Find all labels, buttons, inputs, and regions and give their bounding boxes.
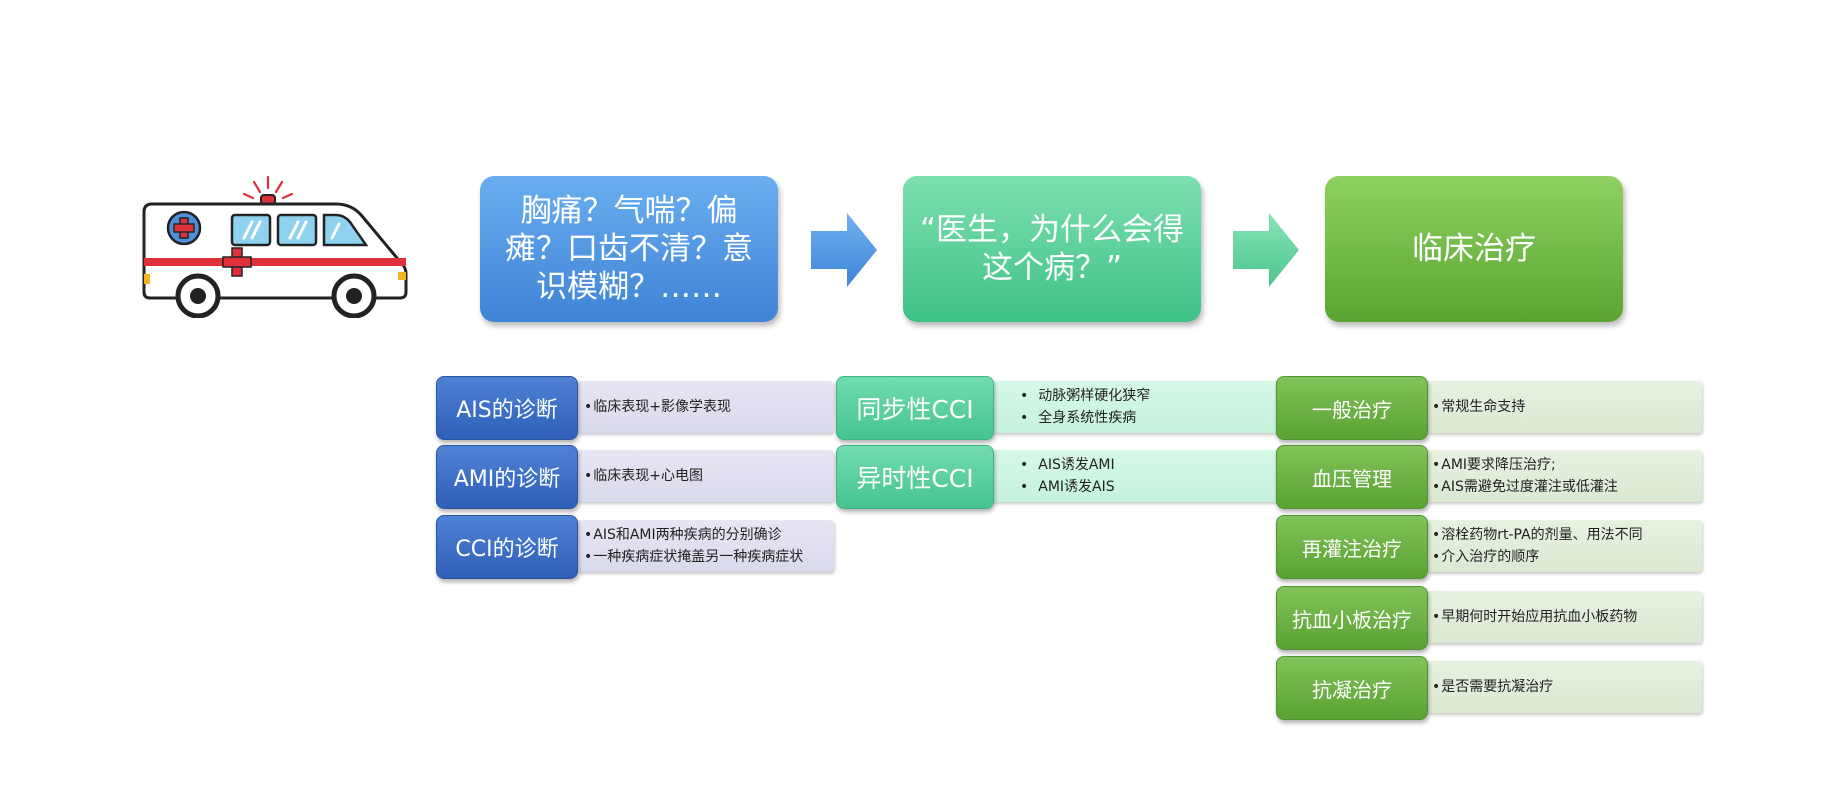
diagnosis-row-ami: AMI的诊断 临床表现+心电图 [436, 445, 834, 509]
diagnosis-desc: AIS和AMI两种疾病的分别确诊 一种疾病症状掩盖另一种疾病症状 [576, 520, 834, 572]
desc-line: 动脉粥样硬化狭窄 [1020, 385, 1294, 407]
treatment-row-general: 一般治疗 常规生命支持 [1276, 376, 1702, 440]
right-arrow-icon [811, 213, 877, 287]
treatment-box: 临床治疗 [1325, 176, 1623, 322]
desc-line: 临床表现+心电图 [584, 465, 834, 487]
desc-line: 常规生命支持 [1432, 396, 1702, 418]
diagnosis-label: AMI的诊断 [436, 445, 578, 509]
cci-desc: 动脉粥样硬化狭窄 全身系统性疾病 [992, 381, 1294, 433]
treatment-row-anticoagulation: 抗凝治疗 是否需要抗凝治疗 [1276, 656, 1702, 720]
treatment-desc: AMI要求降压治疗; AIS需避免过度灌注或低灌注 [1426, 450, 1702, 502]
treatment-row-antiplatelet: 抗血小板治疗 早期何时开始应用抗血小板药物 [1276, 586, 1702, 650]
diagnosis-row-cci: CCI的诊断 AIS和AMI两种疾病的分别确诊 一种疾病症状掩盖另一种疾病症状 [436, 515, 834, 579]
symptoms-box: 胸痛？气喘？偏瘫？口齿不清？意识模糊？…… [480, 176, 778, 322]
diagnosis-row-ais: AIS的诊断 临床表现+影像学表现 [436, 376, 834, 440]
desc-line: 临床表现+影像学表现 [584, 396, 834, 418]
question-box: “医生，为什么会得这个病？” [903, 176, 1201, 322]
desc-line: AIS诱发AMI [1020, 454, 1294, 476]
treatment-desc: 常规生命支持 [1426, 381, 1702, 433]
cci-label: 同步性CCI [836, 376, 994, 440]
treatment-row-bp: 血压管理 AMI要求降压治疗; AIS需避免过度灌注或低灌注 [1276, 445, 1702, 509]
treatment-label: 血压管理 [1276, 445, 1428, 509]
treatment-desc: 早期何时开始应用抗血小板药物 [1426, 591, 1702, 643]
diagnosis-label: CCI的诊断 [436, 515, 578, 579]
cci-desc: AIS诱发AMI AMI诱发AIS [992, 450, 1294, 502]
desc-line: AIS和AMI两种疾病的分别确诊 [584, 524, 834, 546]
desc-line: 早期何时开始应用抗血小板药物 [1432, 606, 1702, 628]
desc-line: 介入治疗的顺序 [1432, 546, 1702, 568]
treatment-desc: 是否需要抗凝治疗 [1426, 661, 1702, 713]
desc-line: AMI诱发AIS [1020, 476, 1294, 498]
cci-row-async: 异时性CCI AIS诱发AMI AMI诱发AIS [836, 445, 1294, 509]
diagnosis-desc: 临床表现+影像学表现 [576, 381, 834, 433]
treatment-label: 一般治疗 [1276, 376, 1428, 440]
treatment-desc: 溶栓药物rt-PA的剂量、用法不同 介入治疗的顺序 [1426, 520, 1702, 572]
cci-label: 异时性CCI [836, 445, 994, 509]
treatment-label: 再灌注治疗 [1276, 515, 1428, 579]
right-arrow-icon [1233, 213, 1299, 287]
treatment-label: 抗凝治疗 [1276, 656, 1428, 720]
ambulance-icon [140, 175, 410, 319]
desc-line: AMI要求降压治疗; [1432, 454, 1702, 476]
desc-line: 溶栓药物rt-PA的剂量、用法不同 [1432, 524, 1702, 546]
treatment-text: 临床治疗 [1412, 231, 1536, 267]
desc-line: 全身系统性疾病 [1020, 407, 1294, 429]
cci-row-sync: 同步性CCI 动脉粥样硬化狭窄 全身系统性疾病 [836, 376, 1294, 440]
question-text: “医生，为什么会得这个病？” [919, 212, 1185, 286]
desc-line: AIS需避免过度灌注或低灌注 [1432, 476, 1702, 498]
symptoms-text: 胸痛？气喘？偏瘫？口齿不清？意识模糊？…… [505, 193, 753, 305]
diagnosis-label: AIS的诊断 [436, 376, 578, 440]
desc-line: 是否需要抗凝治疗 [1432, 676, 1702, 698]
treatment-row-reperfusion: 再灌注治疗 溶栓药物rt-PA的剂量、用法不同 介入治疗的顺序 [1276, 515, 1702, 579]
treatment-label: 抗血小板治疗 [1276, 586, 1428, 650]
diagnosis-desc: 临床表现+心电图 [576, 450, 834, 502]
desc-line: 一种疾病症状掩盖另一种疾病症状 [584, 546, 834, 568]
